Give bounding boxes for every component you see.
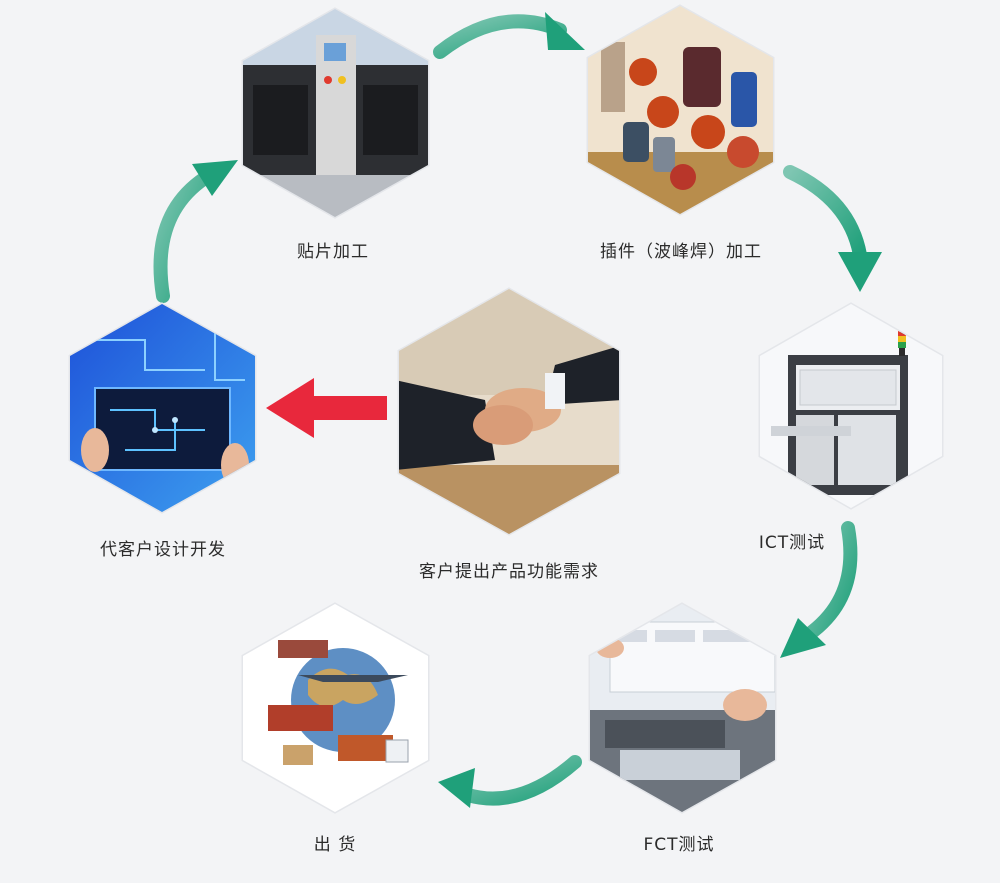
hex-design-tablet — [65, 300, 260, 515]
label-ict: ICT测试 — [758, 533, 826, 553]
arrow-request-to-design — [266, 378, 387, 438]
label-request: 客户提出产品功能需求 — [419, 562, 599, 582]
label-design: 代客户设计开发 — [100, 540, 226, 560]
hex-shipping-globe — [238, 600, 433, 815]
hex-capacitors — [583, 2, 778, 217]
arrow-tht-to-ict — [783, 165, 882, 292]
label-smt: 贴片加工 — [297, 242, 369, 262]
hex-smt-machine — [238, 5, 433, 220]
arrow-design-to-smt — [153, 160, 238, 303]
hex-ict-machine — [756, 300, 946, 512]
arrow-fct-to-ship — [438, 755, 582, 808]
arrow-smt-to-tht — [433, 12, 585, 59]
label-fct: FCT测试 — [643, 835, 715, 855]
arrow-ict-to-fct — [780, 521, 858, 658]
hex-handshake — [395, 285, 623, 537]
label-tht: 插件（波峰焊）加工 — [600, 242, 762, 262]
label-ship: 出 货 — [313, 835, 357, 855]
hex-fct-workbench — [585, 600, 780, 815]
